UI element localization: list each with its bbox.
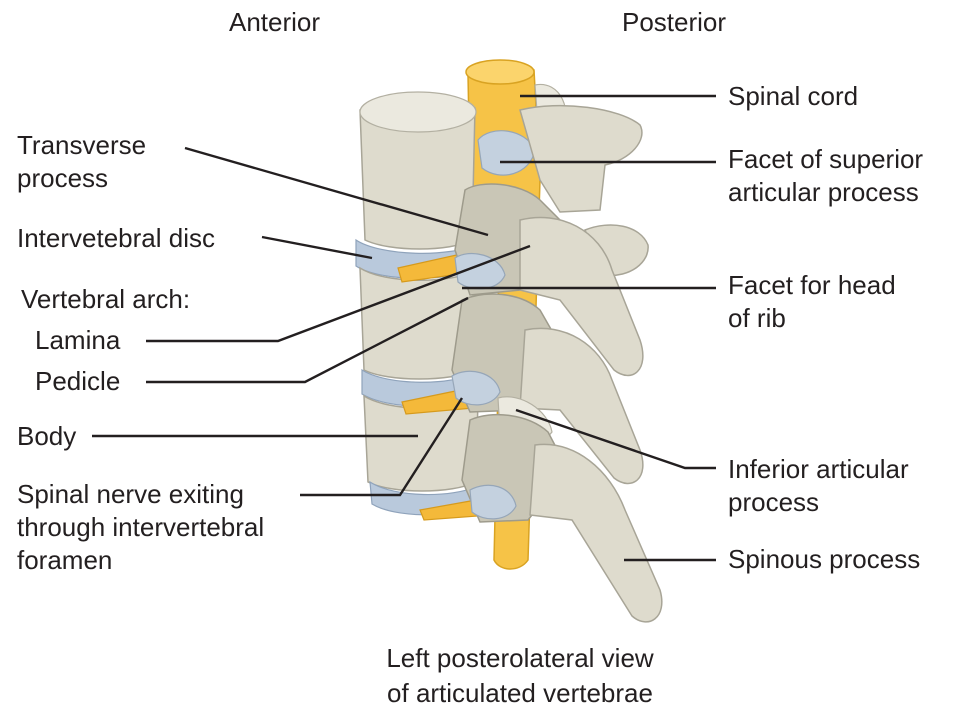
transverse-process-label-line-2: process [17,162,146,195]
vertebral-body-1-top [360,92,476,132]
facet-superior-label-line-2: articular process [728,176,923,209]
spinous-process-label: Spinous process [728,543,920,576]
lamina-label: Lamina [35,324,120,357]
transverse-process-label: Transverse process [17,129,146,195]
vertebral-arch-label: Vertebral arch: [21,283,190,316]
facet-head-rib-label-line-1: Facet for head [728,269,896,302]
posterior-label: Posterior [622,6,726,39]
facet-superior-label: Facet of superior articular process [728,143,923,209]
transverse-process-label-line-1: Transverse [17,129,146,162]
caption-line-2: of articulated vertebrae [360,676,680,711]
anterior-label: Anterior [229,6,320,39]
inferior-articular-label-line-2: process [728,486,909,519]
spinal-nerve-label-line-2: through intervertebral [17,511,264,544]
caption-line-1: Left posterolateral view [360,641,680,676]
inferior-articular-label: Inferior articular process [728,453,909,519]
facet-head-rib-label-line-2: of rib [728,302,896,335]
facet-superior-label-line-1: Facet of superior [728,143,923,176]
spinal-nerve-label: Spinal nerve exiting through interverteb… [17,478,264,577]
intervertebral-disc-label: Intervetebral disc [17,222,215,255]
facet-head-rib-label: Facet for head of rib [728,269,896,335]
body-label: Body [17,420,76,453]
pedicle-label: Pedicle [35,365,120,398]
caption: Left posterolateral view of articulated … [360,641,680,711]
spinal-nerve-label-line-1: Spinal nerve exiting [17,478,264,511]
spinal-nerve-label-line-3: foramen [17,544,264,577]
spinal-cord-label: Spinal cord [728,80,858,113]
spinal-cord-top [466,60,534,84]
inferior-articular-label-line-1: Inferior articular [728,453,909,486]
